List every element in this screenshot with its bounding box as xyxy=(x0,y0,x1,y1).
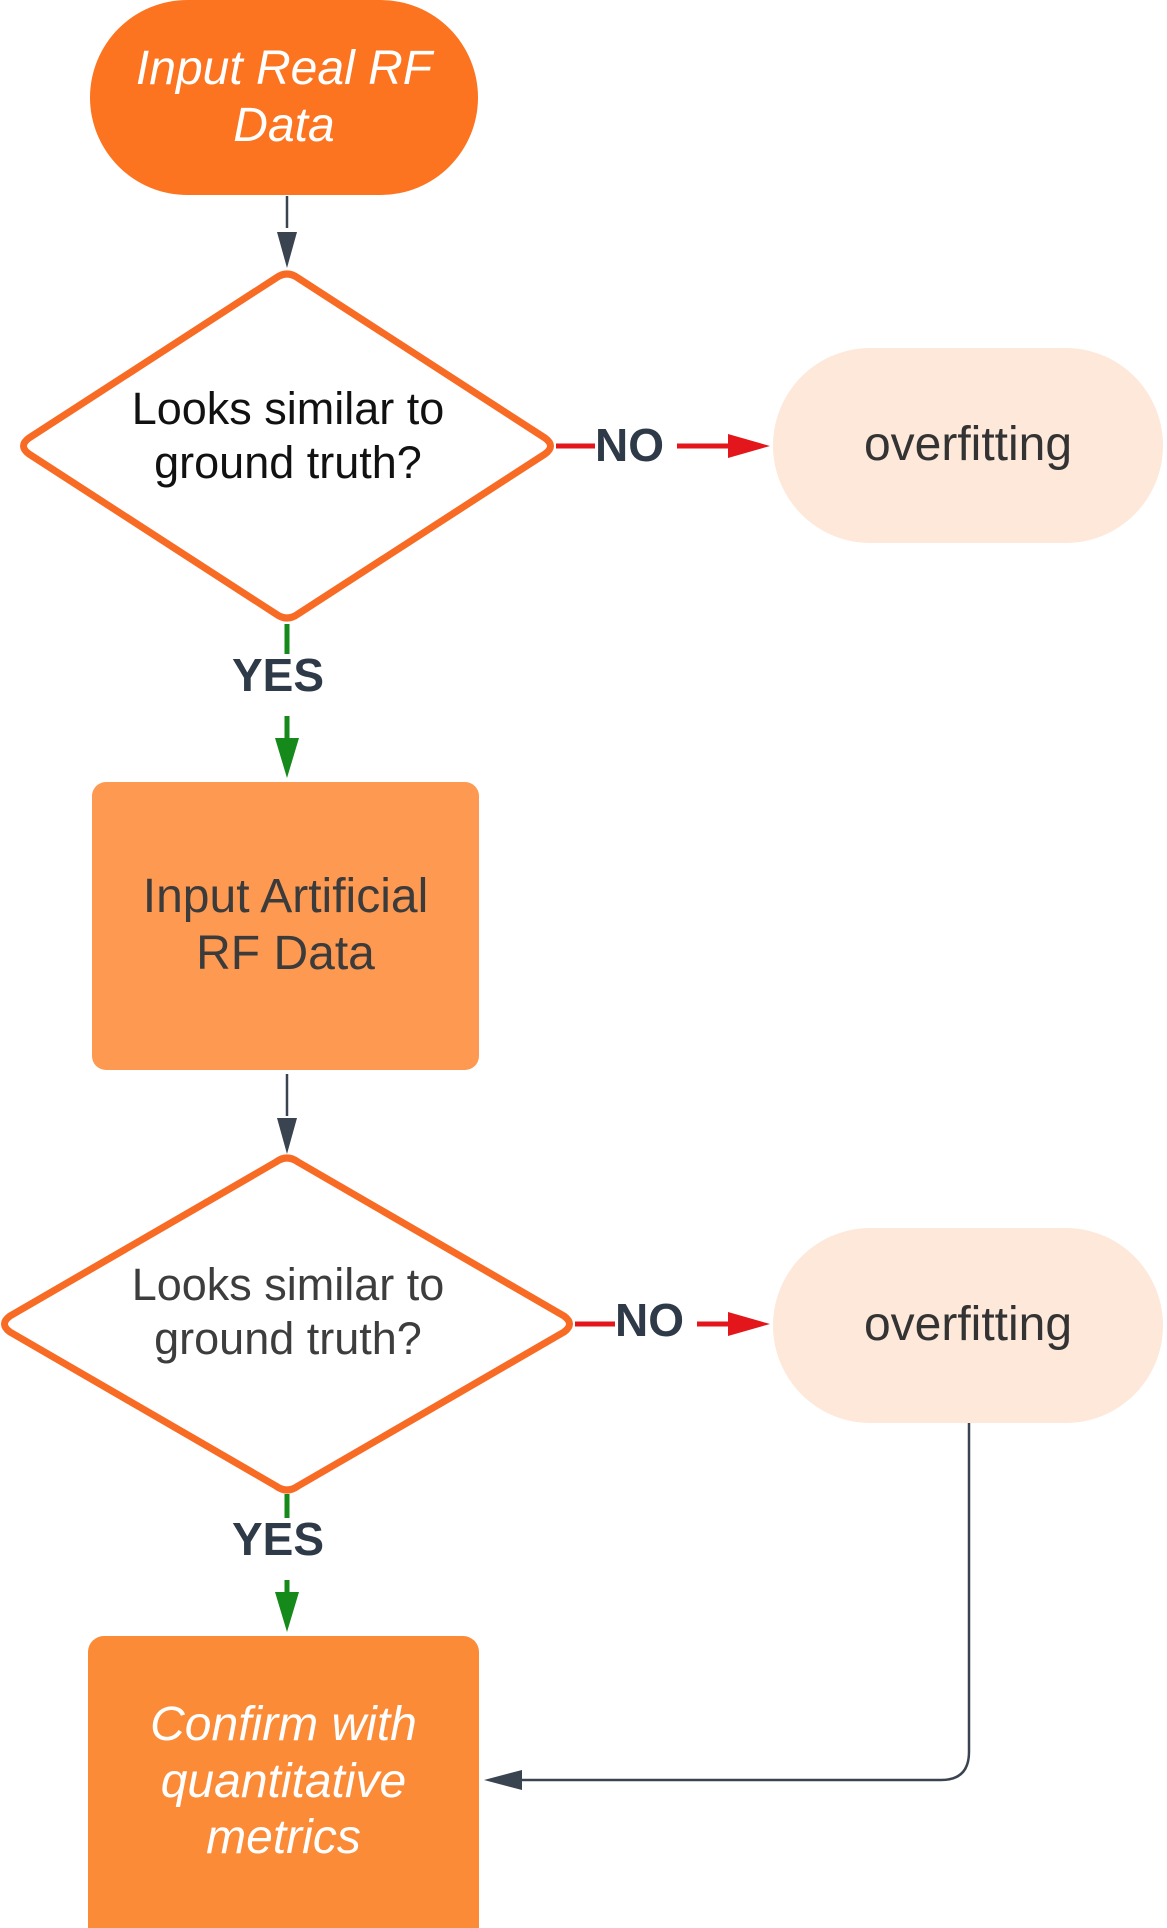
arrowhead-yes1 xyxy=(275,738,299,778)
arrowhead-start-to-decision1 xyxy=(277,232,297,268)
confirm-line2: quantitative xyxy=(160,1754,407,1808)
arrowhead-process1-to-decision2 xyxy=(277,1118,297,1154)
arrowhead-no1 xyxy=(728,434,770,458)
edge-label-yes-1: YES xyxy=(232,649,325,701)
start-node-line2: Data xyxy=(233,98,335,152)
overfitting-node-1: overfitting xyxy=(773,348,1163,543)
edge-label-no-1: NO xyxy=(595,419,664,471)
edge-label-no-2: NO xyxy=(615,1294,684,1346)
overfitting-2-label: overfitting xyxy=(863,1298,1073,1352)
confirm-node: Confirm with quantitative metrics xyxy=(88,1636,479,1928)
decision2-line2: ground truth? xyxy=(154,1313,422,1364)
process1-line2: RF Data xyxy=(196,927,375,980)
edge-label-yes-2: YES xyxy=(232,1513,325,1565)
decision1-line2: ground truth? xyxy=(154,437,422,488)
confirm-line1: Confirm with xyxy=(150,1698,417,1752)
process1-line1: Input Artificial xyxy=(142,870,429,924)
confirm-line3: metrics xyxy=(206,1811,361,1865)
process-node-artificial: Input Artificial RF Data xyxy=(92,782,479,1070)
decision-diamond-1 xyxy=(20,270,554,622)
arrowhead-no2 xyxy=(728,1312,770,1336)
decision1-line1: Looks similar to xyxy=(131,383,445,434)
decision2-line1: Looks similar to xyxy=(131,1259,445,1310)
arrow-overfit2-to-confirm xyxy=(522,1422,971,1782)
arrowhead-overfit2-to-confirm xyxy=(484,1770,522,1790)
arrowhead-yes2 xyxy=(275,1592,299,1632)
decision2-label: Looks similar to ground truth? xyxy=(70,1258,506,1366)
decision-diamond-2 xyxy=(1,1154,573,1494)
start-node-line1: Input Real RF xyxy=(135,41,433,95)
overfitting-node-2: overfitting xyxy=(773,1228,1163,1423)
start-node: Input Real RF Data xyxy=(90,0,478,195)
overfitting-1-label: overfitting xyxy=(863,418,1073,472)
decision1-label: Looks similar to ground truth? xyxy=(70,382,506,490)
